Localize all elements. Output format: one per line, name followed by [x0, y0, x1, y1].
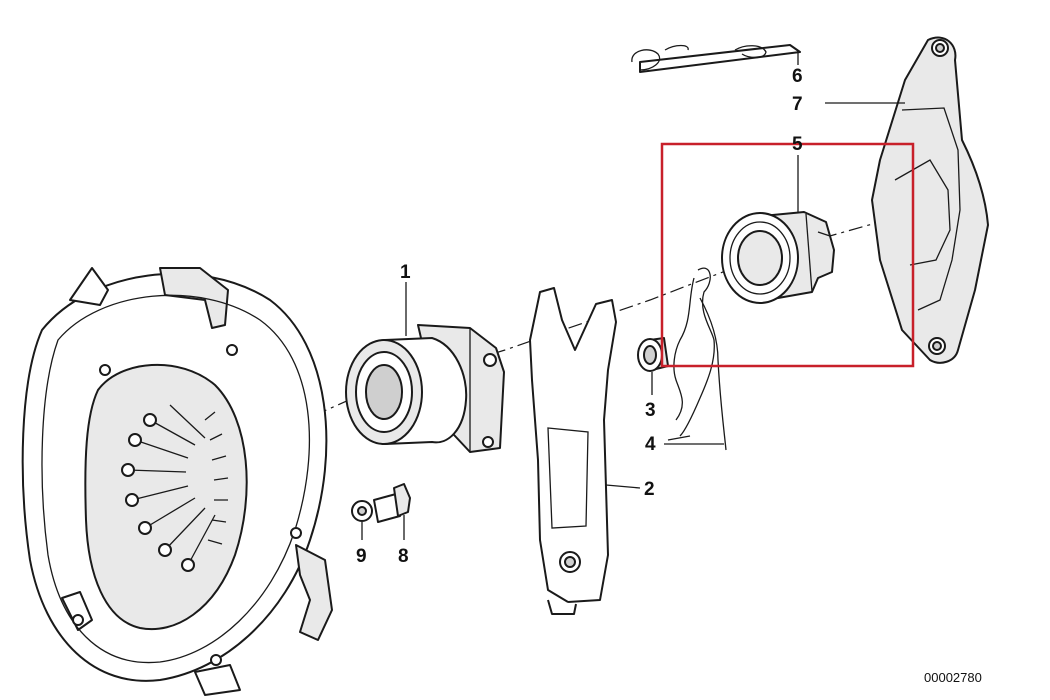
- callout-4: 4: [645, 434, 656, 455]
- leader-line-2: [605, 484, 641, 489]
- callout-2: 2: [644, 479, 655, 500]
- clutch-pressure-plate: [21, 267, 333, 696]
- callout-6: 6: [792, 66, 803, 87]
- hex-bolt: [373, 483, 411, 523]
- callout-5: 5: [792, 134, 803, 155]
- callout-3: 3: [645, 400, 656, 421]
- washer: [351, 500, 373, 522]
- clutch-release-bearing: [721, 211, 835, 304]
- release-bearing-guide-sleeve: [345, 324, 505, 453]
- callout-8: 8: [398, 546, 409, 567]
- diagram-reference-number: 00002780: [924, 670, 982, 685]
- callout-9: 9: [356, 546, 367, 567]
- wire-clip: [631, 44, 801, 73]
- callout-1: 1: [400, 262, 411, 283]
- guide-plate: [871, 36, 989, 364]
- highlight-frame: [660, 142, 915, 368]
- callout-7: 7: [792, 94, 803, 115]
- retaining-spring: [667, 267, 727, 451]
- bushing: [637, 337, 669, 372]
- clutch-release-lever: [529, 287, 617, 615]
